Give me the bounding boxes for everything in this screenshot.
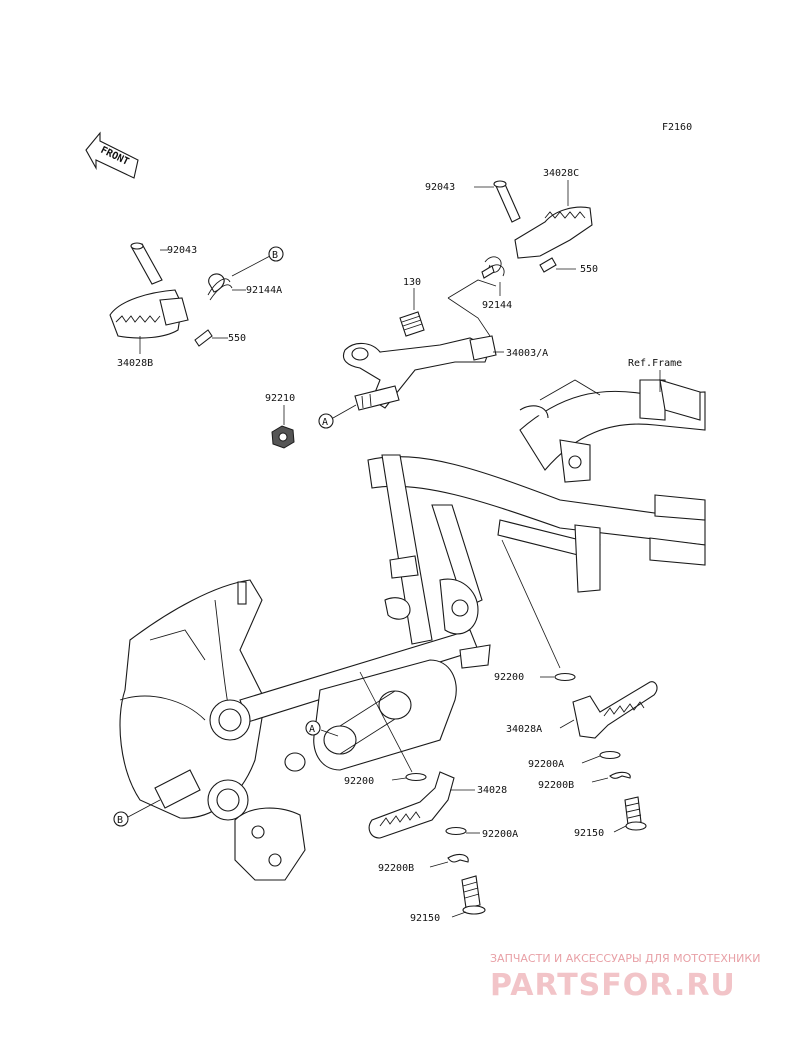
footpeg-left-drawing bbox=[109, 242, 233, 347]
watermark-tagline: ЗАПЧАСТИ И АКСЕССУАРЫ ДЛЯ МОТОТЕХНИКИ bbox=[490, 952, 760, 965]
callout-a-lower-label: A bbox=[309, 724, 315, 735]
label-92144A: 92144A bbox=[246, 285, 282, 296]
label-130: 130 bbox=[403, 277, 421, 288]
front-arrow-icon: FRONT bbox=[85, 131, 139, 179]
watermark-brand: PARTSFOR.RU bbox=[490, 968, 736, 1003]
label-92200A-lower: 92200A bbox=[482, 829, 518, 840]
label-92200B-right: 92200B bbox=[538, 780, 574, 791]
label-92043-right: 92043 bbox=[425, 182, 455, 193]
callout-b-lower-label: B bbox=[117, 815, 123, 826]
label-550-left: 550 bbox=[228, 333, 246, 344]
pedal-drawing bbox=[271, 180, 593, 449]
label-92150-right: 92150 bbox=[574, 828, 604, 839]
label-92200A-right: 92200A bbox=[528, 759, 564, 770]
label-34028B: 34028B bbox=[117, 358, 153, 369]
label-92200-upper: 92200 bbox=[494, 672, 524, 683]
callout-b-lower bbox=[113, 811, 129, 827]
label-34028C: 34028C bbox=[543, 168, 579, 179]
label-34003A: 34003/A bbox=[506, 348, 548, 359]
label-92144: 92144 bbox=[482, 300, 512, 311]
label-92210: 92210 bbox=[265, 393, 295, 404]
diagram-code: F2160 bbox=[662, 122, 692, 133]
label-550-right: 550 bbox=[580, 264, 598, 275]
frame-drawing bbox=[119, 379, 706, 881]
callout-b-upper-label: B bbox=[272, 250, 278, 261]
callout-b-upper bbox=[268, 246, 284, 262]
ref-frame-label: Ref.Frame bbox=[628, 358, 682, 369]
passenger-peg-left-drawing bbox=[359, 671, 486, 915]
label-34028: 34028 bbox=[477, 785, 507, 796]
label-92043-left: 92043 bbox=[167, 245, 197, 256]
callout-a-upper bbox=[318, 413, 334, 429]
label-92200B-lower: 92200B bbox=[378, 863, 414, 874]
label-92150-lower: 92150 bbox=[410, 913, 440, 924]
callout-a-upper-label: A bbox=[322, 417, 328, 428]
label-92200-lower: 92200 bbox=[344, 776, 374, 787]
callout-a-lower bbox=[305, 720, 321, 736]
passenger-peg-right-drawing bbox=[501, 539, 658, 831]
label-34028A: 34028A bbox=[506, 724, 542, 735]
